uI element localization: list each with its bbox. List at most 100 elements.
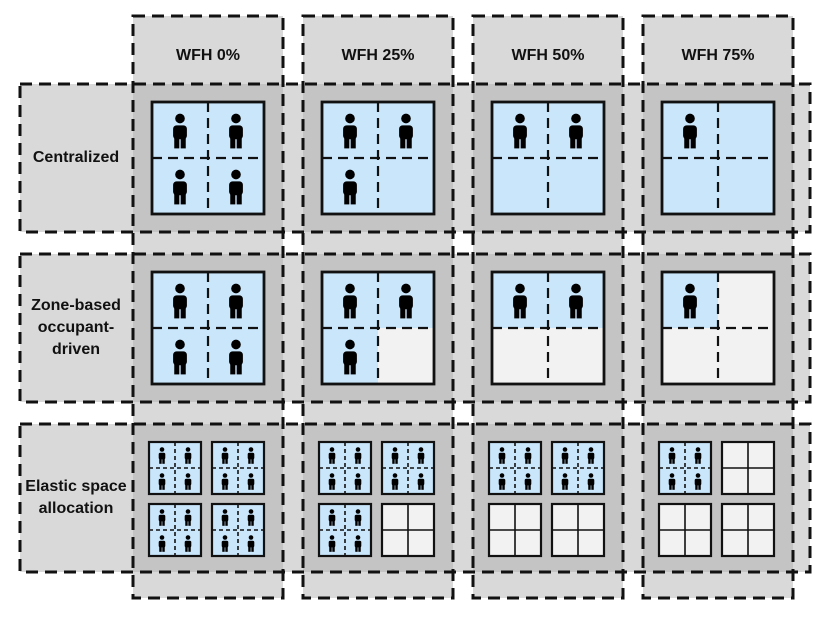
zone-dividers [149,442,201,494]
zone-dividers [319,442,371,494]
occupied-room [210,440,266,496]
row-outline [18,252,812,404]
person-icon [184,509,192,526]
person-icon [328,509,336,526]
zone-dividers [382,504,434,556]
zone-dividers [552,504,604,556]
occupied-room [147,440,203,496]
person-icon [221,535,229,552]
zone-dividers [552,442,604,494]
zone-fill [515,530,541,556]
zone-dividers [722,504,774,556]
zone-fill [659,504,685,530]
zone-fill [722,468,748,494]
person-icon [343,169,357,205]
row-header-elastic: Elastic space allocation [25,478,127,517]
zone-fill [378,328,434,384]
zone-fill [685,530,711,556]
person-icon [354,473,362,490]
person-icon [498,447,506,464]
person-icon [229,169,243,205]
centralized-floor-plan [660,100,776,216]
zone-based-floor-plan [660,270,776,386]
zone-dividers [489,442,541,494]
person-icon [328,447,336,464]
person-icon [561,447,569,464]
zone-fill [748,442,774,468]
person-icon [173,283,187,319]
zone-dividers [152,272,264,384]
person-icon [513,283,527,319]
zone-fill [515,504,541,530]
zone-based-floor-plan [320,270,436,386]
zone-fill [382,530,408,556]
person-icon [524,447,532,464]
zone-fill [748,468,774,494]
occupied-room [487,440,543,496]
zone-fill [378,158,434,214]
zone-fill [659,530,685,556]
person-icon [173,113,187,149]
zone-dividers [149,504,201,556]
zone-dividers [489,504,541,556]
person-icon [221,509,229,526]
zone-fill [722,442,748,468]
person-icon [417,447,425,464]
elastic-floor-plan [487,440,606,558]
zone-fill [722,504,748,530]
floor-outline [320,270,436,386]
zone-fill [718,102,774,158]
zone-fill [382,504,408,530]
row-outline [18,82,812,234]
person-icon [668,473,676,490]
person-icon [513,113,527,149]
column-header-wfh-0: WFH 0% [176,47,240,64]
floor-outline [490,100,606,216]
person-icon [354,447,362,464]
floor-outline [720,440,776,496]
zone-dividers [319,504,371,556]
zone-fill [662,158,718,214]
person-icon [587,447,595,464]
floor-outline [150,270,266,386]
person-icon [498,473,506,490]
zone-fill [548,158,604,214]
person-icon [247,509,255,526]
zone-dividers [659,504,711,556]
floor-outline [657,440,713,496]
zone-fill [492,158,548,214]
person-icon [391,473,399,490]
floor-outline [147,502,203,558]
zone-dividers [662,102,774,214]
person-icon [158,447,166,464]
person-icon [668,447,676,464]
zone-dividers [152,102,264,214]
person-icon [391,447,399,464]
row-header-zone-based: Zone-based occupant-driven [31,297,121,358]
column-outline [301,14,455,600]
unoccupied-room [487,502,543,558]
person-icon [343,339,357,375]
floor-outline [657,502,713,558]
person-icon [221,447,229,464]
zone-fill [722,530,748,556]
floor-outline [550,502,606,558]
person-icon [328,473,336,490]
column-outline [131,14,285,600]
person-icon [229,283,243,319]
floor-outline [320,100,436,216]
unoccupied-room [550,502,606,558]
unoccupied-room [380,502,436,558]
zone-fill [489,530,515,556]
floor-outline [487,502,543,558]
occupied-room [380,440,436,496]
zone-dividers [722,442,774,494]
zone-fill [489,504,515,530]
row-outline [18,422,812,574]
unoccupied-room [720,440,776,496]
person-icon [247,447,255,464]
person-icon [184,447,192,464]
person-icon [569,283,583,319]
column-header-wfh-50: WFH 50% [511,47,585,64]
